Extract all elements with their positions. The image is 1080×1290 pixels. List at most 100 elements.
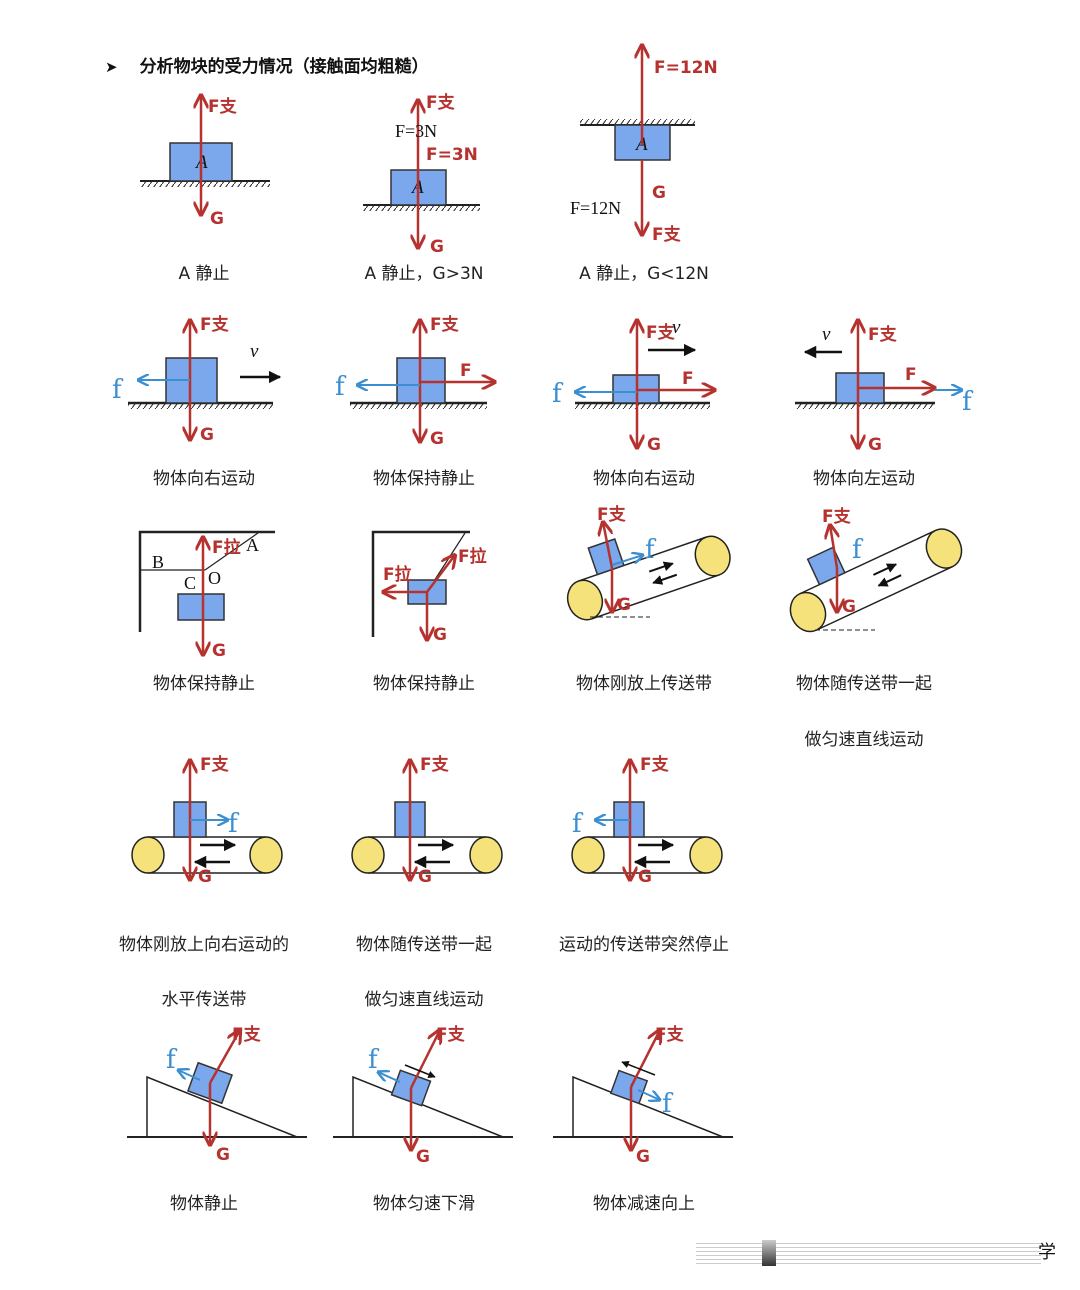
force-label: G [416, 1147, 430, 1167]
caption: 水平传送带 [161, 990, 247, 1010]
force-label: G [652, 183, 666, 203]
diagram-14: F支 G f [571, 754, 723, 887]
diagram-shape [566, 535, 731, 621]
force-label: G [868, 435, 882, 455]
force-label: v [672, 317, 681, 338]
block [140, 181, 270, 187]
diagram-8: F拉 A B C O G [138, 530, 275, 661]
force-label: F支 [426, 92, 456, 113]
block [128, 403, 273, 409]
diagram-12: F支 G f [131, 754, 283, 887]
force-label: F支 [868, 324, 898, 345]
force-arrow [873, 563, 898, 576]
force-label: F支 [652, 224, 682, 245]
force-label: f [552, 379, 564, 409]
bullet-icon: ➤ [105, 58, 118, 76]
force-label: f [228, 809, 240, 839]
diagram-shape [566, 579, 604, 621]
caption: 物体随传送带一起 [356, 935, 492, 955]
force-label: f [368, 1045, 380, 1075]
force-arrow [204, 532, 259, 571]
caption: 物体随传送带一起 [796, 674, 932, 694]
force-label: G [200, 425, 214, 445]
diagram-17: F支 G f [552, 1024, 734, 1167]
watermark-bar [762, 1240, 776, 1266]
force-label: F支 [208, 96, 238, 117]
caption: 运动的传送带突然停止 [559, 935, 729, 955]
force-label: F=3N [426, 145, 478, 165]
diagram-11: F支 G f [789, 506, 963, 633]
force-label: A [246, 535, 259, 555]
force-label: f [852, 535, 864, 565]
force-arrow [378, 1072, 401, 1083]
force-label: B [152, 552, 164, 572]
force-label: F=3N [395, 121, 437, 141]
force-arrow [652, 573, 678, 585]
diagram-16: F支 G f [332, 1024, 514, 1167]
force-arrow [629, 1030, 660, 1088]
title-text: 分析物块的受力情况（接触面均粗糙） [139, 57, 429, 77]
force-label: G [647, 435, 661, 455]
force-label: F [905, 365, 917, 385]
force-label: F=12N [570, 198, 621, 218]
diagram-2: A F支 F=3N F=3N G [363, 92, 480, 257]
force-label: F支 [200, 314, 230, 335]
diagram-5: F支 G F f [335, 314, 495, 449]
force-label: G [216, 1145, 230, 1165]
caption: 物体保持静止 [373, 469, 475, 489]
force-arrow [637, 1089, 660, 1100]
force-label: f [112, 375, 124, 405]
diagram-3: A F=12N G F=12N F支 [570, 45, 718, 245]
force-label: F支 [646, 322, 676, 343]
force-arrow [830, 525, 837, 569]
watermark-text: 学 [1038, 1242, 1056, 1263]
force-label: G [636, 1147, 650, 1167]
force-label: G [617, 595, 631, 615]
caption: 物体刚放上传送带 [576, 674, 712, 694]
caption: 物体保持静止 [153, 674, 255, 694]
force-label: G [430, 429, 444, 449]
caption: 做匀速直线运动 [804, 730, 924, 750]
watermark [696, 1240, 1041, 1266]
diagram-shape [694, 535, 731, 577]
force-arrow [611, 555, 643, 566]
block [177, 593, 225, 621]
force-label: F [460, 361, 472, 381]
block [806, 546, 846, 586]
block [575, 403, 710, 409]
force-label: F支 [597, 504, 627, 525]
force-label: C [184, 573, 196, 593]
force-label: F [682, 369, 694, 389]
diagram-shape [789, 528, 963, 633]
force-label: F支 [655, 1024, 685, 1045]
force-label: G [430, 237, 444, 257]
force-label: O [208, 568, 221, 588]
force-label: F拉 [212, 537, 241, 558]
diagram-4: F支 G f v [112, 314, 282, 445]
force-arrow [877, 574, 902, 587]
force-arrow [404, 1064, 436, 1078]
force-label: f [645, 535, 657, 565]
force-label: f [335, 372, 347, 402]
force-label: F=12N [654, 58, 718, 78]
diagram-15: F支 G f [126, 1024, 308, 1165]
caption: 物体减速向上 [593, 1194, 695, 1214]
force-label: v [822, 324, 831, 345]
diagram-7: F支 G F f v [795, 320, 974, 455]
caption: A 静止，G>3N [364, 264, 484, 284]
caption: 物体向右运动 [593, 469, 695, 489]
block [587, 538, 625, 576]
force-label: G [212, 641, 226, 661]
caption: 物体向左运动 [813, 469, 915, 489]
force-label: F拉 [383, 564, 412, 585]
block [350, 403, 487, 409]
force-arrow [621, 1060, 656, 1076]
diagram-shape [371, 530, 470, 637]
force-label: F支 [822, 506, 852, 527]
caption: A 静止 [178, 264, 230, 284]
force-label: F支 [200, 754, 230, 775]
caption: 物体保持静止 [373, 674, 475, 694]
force-arrow [603, 522, 614, 569]
force-arrow [816, 566, 953, 631]
